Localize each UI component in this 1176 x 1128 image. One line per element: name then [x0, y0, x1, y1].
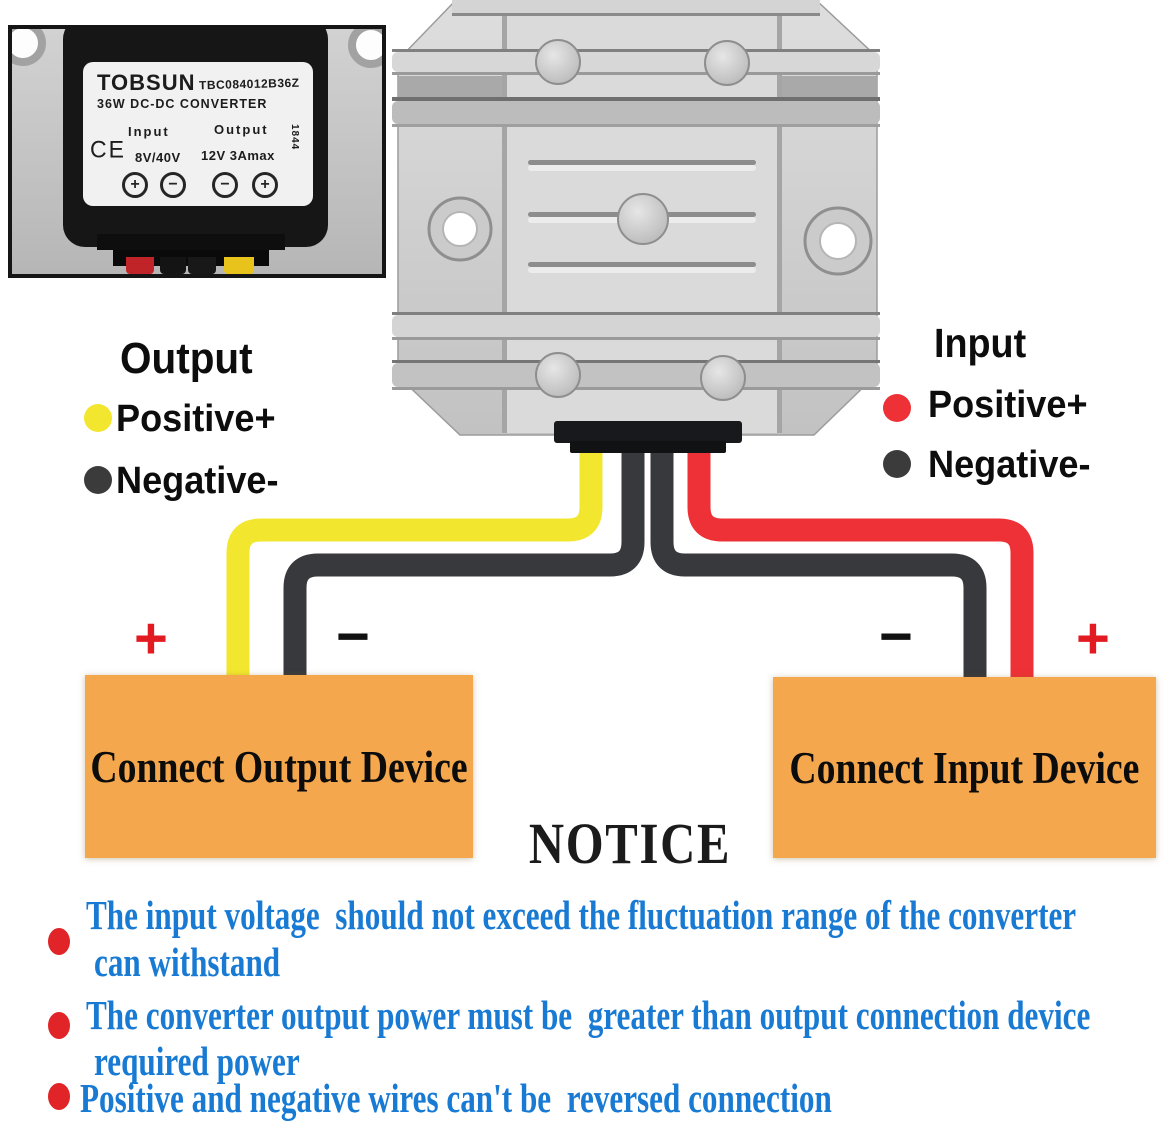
converter-top-photo — [392, 0, 880, 453]
output-legend-title: Output — [120, 334, 253, 383]
inset-black-wire — [160, 257, 186, 274]
terminal-minus-icon: − — [212, 172, 238, 198]
input-positive-label: Positive+ — [928, 384, 1088, 426]
terminal-plus-icon: + — [252, 172, 278, 198]
ce-mark: CE — [90, 135, 126, 163]
inset-cable-gland — [97, 234, 285, 250]
product-photo-inset: TOBSUN TBC084012B36Z 36W DC-DC CONVERTER… — [8, 25, 386, 278]
notice-item-3-line-1: Positive and negative wires can't be rev… — [80, 1075, 832, 1121]
output-minus-sign: − — [336, 604, 370, 669]
input-legend-title: Input — [934, 320, 1027, 366]
connect-output-device-box: Connect Output Device — [85, 675, 473, 858]
mounting-hole-left — [427, 196, 493, 262]
connect-input-device-label: Connect Input Device — [789, 742, 1140, 793]
brand-name: TOBSUN — [97, 70, 196, 95]
model-number: TBC084012B36Z — [198, 75, 300, 93]
label-output-spec: 12V 3Amax — [201, 148, 275, 163]
date-code: 1844 — [289, 124, 300, 151]
output-positive-label: Positive+ — [116, 398, 276, 440]
notice-bullet-icon — [48, 1083, 70, 1110]
inset-yellow-wire — [224, 257, 254, 274]
inset-mount-hole-right — [348, 29, 382, 68]
label-input-spec: 8V/40V — [135, 150, 181, 165]
notice-item-1-line-2: can withstand — [94, 939, 281, 985]
input-minus-sign: − — [879, 604, 913, 669]
input-positive-wire — [687, 438, 1034, 680]
notice-item-1-line-1: The input voltage should not exceed the … — [86, 892, 1077, 938]
input-negative-dot — [883, 450, 911, 478]
cable-gland — [554, 421, 742, 453]
terminal-plus-icon: + — [122, 172, 148, 198]
notice-bullet-icon — [48, 1012, 70, 1039]
output-positive-wire — [226, 438, 603, 678]
inset-black-wire — [188, 257, 216, 274]
input-positive-dot — [883, 394, 911, 422]
inset-mount-hole-left — [12, 29, 46, 66]
inset-spec-label: TOBSUN TBC084012B36Z 36W DC-DC CONVERTER… — [83, 62, 313, 206]
label-input-title: Input — [128, 124, 170, 139]
terminal-minus-icon: − — [160, 172, 186, 198]
mounting-hole-right — [803, 206, 873, 276]
input-negative-wire — [650, 438, 987, 680]
input-plus-sign: + — [1076, 606, 1110, 671]
product-line: 36W DC-DC CONVERTER — [97, 97, 268, 111]
label-output-title: Output — [214, 122, 269, 137]
notice-item-2-line-2: required power — [94, 1038, 300, 1084]
output-plus-sign: + — [134, 606, 168, 671]
heatsink-rails — [392, 49, 880, 390]
notice-bullet-icon — [48, 928, 70, 955]
notice-item-2-line-1: The converter output power must be great… — [86, 992, 1091, 1038]
output-positive-dot — [84, 404, 112, 432]
output-negative-wire — [283, 438, 645, 678]
corner-screws — [535, 39, 750, 401]
output-negative-dot — [84, 466, 112, 494]
connect-input-device-box: Connect Input Device — [773, 677, 1156, 858]
input-negative-label: Negative- — [928, 444, 1091, 486]
output-negative-label: Negative- — [116, 460, 279, 502]
notice-title: NOTICE — [528, 811, 732, 876]
connect-output-device-label: Connect Output Device — [90, 741, 468, 792]
inset-red-wire — [126, 257, 154, 274]
